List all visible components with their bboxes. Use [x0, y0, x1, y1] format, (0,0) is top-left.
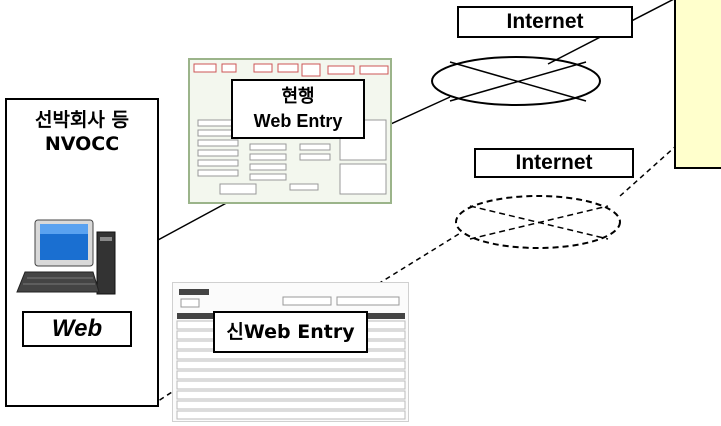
ellipse-cross-dashed-b — [469, 205, 609, 240]
connector-current-left — [157, 199, 233, 241]
internet-label-top: Internet — [457, 6, 633, 38]
connector-new-internet — [377, 231, 463, 285]
current-web-entry-label: 현행 Web Entry — [231, 79, 365, 139]
new-form-mock — [176, 289, 406, 420]
current-label-line2: Web Entry — [253, 111, 343, 131]
note-box — [674, 0, 721, 169]
nvocc-label: NVOCC — [44, 133, 120, 155]
company-title: 선박회사 등 NVOCC — [7, 108, 157, 156]
current-label-line1: 현행 — [281, 86, 315, 107]
new-web-entry-label: 신Web Entry — [213, 311, 368, 353]
web-label: Web — [22, 311, 132, 347]
connector-internet-note-dashed — [619, 145, 677, 197]
computer-icon — [16, 219, 116, 295]
company-label: 선박회사 등 — [34, 109, 129, 131]
company-frame: 선박회사 등 NVOCC — [5, 98, 159, 407]
internet-cloud-middle — [455, 195, 621, 249]
internet-label-middle: Internet — [474, 148, 634, 178]
ellipse-cross-line-b — [449, 61, 587, 102]
internet-cloud-top — [431, 56, 601, 106]
